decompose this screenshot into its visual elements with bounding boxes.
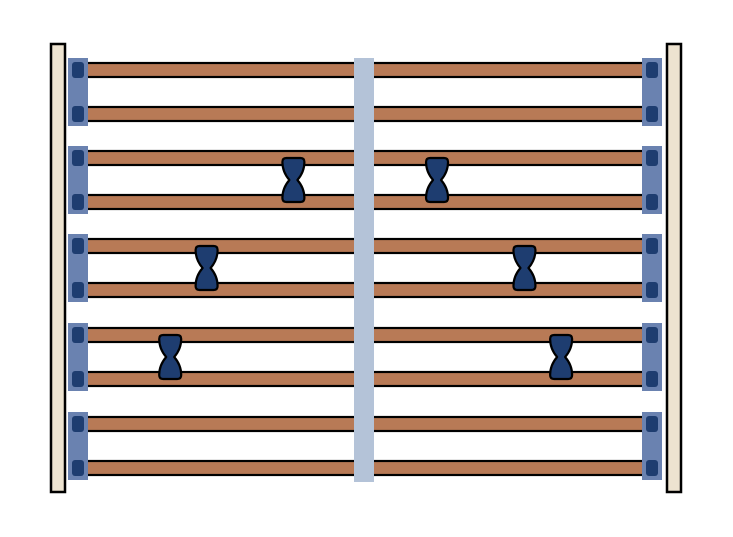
slat-holder-cap [646, 150, 658, 166]
right-slat-holder [642, 58, 662, 126]
slat-holder-cap [72, 416, 84, 432]
right-slat-holder [642, 146, 662, 214]
left-slat-holder [68, 58, 88, 126]
left-frame-rail [49, 42, 67, 494]
slat-holder-cap [646, 62, 658, 78]
slat-holder-group [68, 58, 662, 480]
slat-holder-cap [646, 460, 658, 476]
firmness-adjuster-right [512, 244, 537, 292]
firmness-adjuster-left [281, 156, 306, 204]
right-slat-holder [642, 412, 662, 480]
slat-holder-cap [72, 282, 84, 298]
slat-holder-cap [72, 327, 84, 343]
slat-holder-cap [72, 460, 84, 476]
right-frame-rail [665, 42, 683, 494]
slat-holder-cap [646, 194, 658, 210]
slat-holder-cap [72, 150, 84, 166]
right-slat-holder [642, 323, 662, 391]
firmness-adjuster-group [158, 156, 574, 381]
slat-holder-cap [72, 106, 84, 122]
slat-holder-cap [72, 62, 84, 78]
firmness-adjuster-right [549, 333, 574, 381]
slat-holder-cap [646, 371, 658, 387]
slat-holder-cap [646, 282, 658, 298]
left-slat-holder [68, 146, 88, 214]
firmness-adjuster-left [158, 333, 183, 381]
slat-holder-cap [646, 238, 658, 254]
left-slat-holder [68, 412, 88, 480]
slat-holder-cap [646, 327, 658, 343]
firmness-adjuster-left [194, 244, 219, 292]
slat-holder-cap [646, 416, 658, 432]
slat-holder-cap [72, 194, 84, 210]
slat-holder-cap [72, 238, 84, 254]
right-slat-holder [642, 234, 662, 302]
left-slat-holder [68, 323, 88, 391]
slat-holder-cap [646, 106, 658, 122]
left-slat-holder [68, 234, 88, 302]
slat-holder-cap [72, 371, 84, 387]
center-rail [354, 58, 374, 482]
firmness-adjuster-right [424, 156, 450, 204]
